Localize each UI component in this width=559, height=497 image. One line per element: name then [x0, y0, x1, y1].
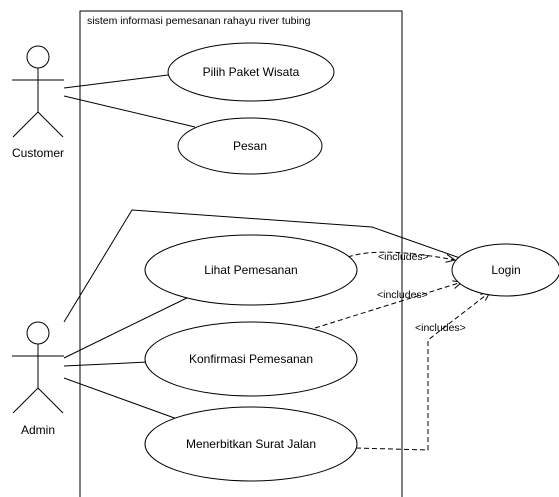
- usecase-pesan-label: Pesan: [233, 139, 267, 153]
- usecase-pilih-paket: [167, 42, 335, 102]
- actor-customer-label: Customer: [12, 146, 64, 160]
- usecase-login: [451, 243, 559, 297]
- usecase-pesan: [177, 117, 323, 175]
- actor-customer: [12, 45, 64, 138]
- usecase-pilih-paket-label: Pilih Paket Wisata: [203, 65, 300, 79]
- actor-admin: [12, 321, 64, 414]
- usecase-lihat-pemesanan: [144, 234, 358, 306]
- include-lihat-login: [347, 251, 455, 260]
- assoc-admin-login: [63, 209, 461, 323]
- usecase-konfirmasi-pemesanan-label: Konfirmasi Pemesanan: [189, 352, 313, 366]
- assoc-admin-konfirmasi: [63, 361, 149, 367]
- assoc-admin-menerbitkan: [63, 377, 181, 421]
- include-menerbitkan-login: [355, 292, 490, 451]
- include-label-1: <includes>: [378, 251, 429, 263]
- system-title: sistem informasi pemesanan rahayu river …: [87, 15, 311, 27]
- usecase-login-label: Login: [491, 263, 520, 277]
- usecase-lihat-pemesanan-label: Lihat Pemesanan: [204, 263, 297, 277]
- include-label-2: <includes>: [377, 289, 428, 301]
- assoc-customer-pesan: [63, 95, 196, 128]
- assoc-admin-lihat: [63, 293, 196, 359]
- usecase-menerbitkan-surat-jalan-label: Menerbitkan Surat Jalan: [186, 437, 316, 451]
- include-label-3: <includes>: [415, 322, 466, 334]
- include-konfirmasi-login: [314, 282, 462, 329]
- usecase-konfirmasi-pemesanan: [144, 321, 358, 397]
- system-boundary: [79, 10, 403, 497]
- actor-admin-label: Admin: [21, 423, 55, 437]
- usecase-menerbitkan-surat-jalan: [144, 406, 358, 482]
- assoc-customer-pilih: [63, 74, 169, 89]
